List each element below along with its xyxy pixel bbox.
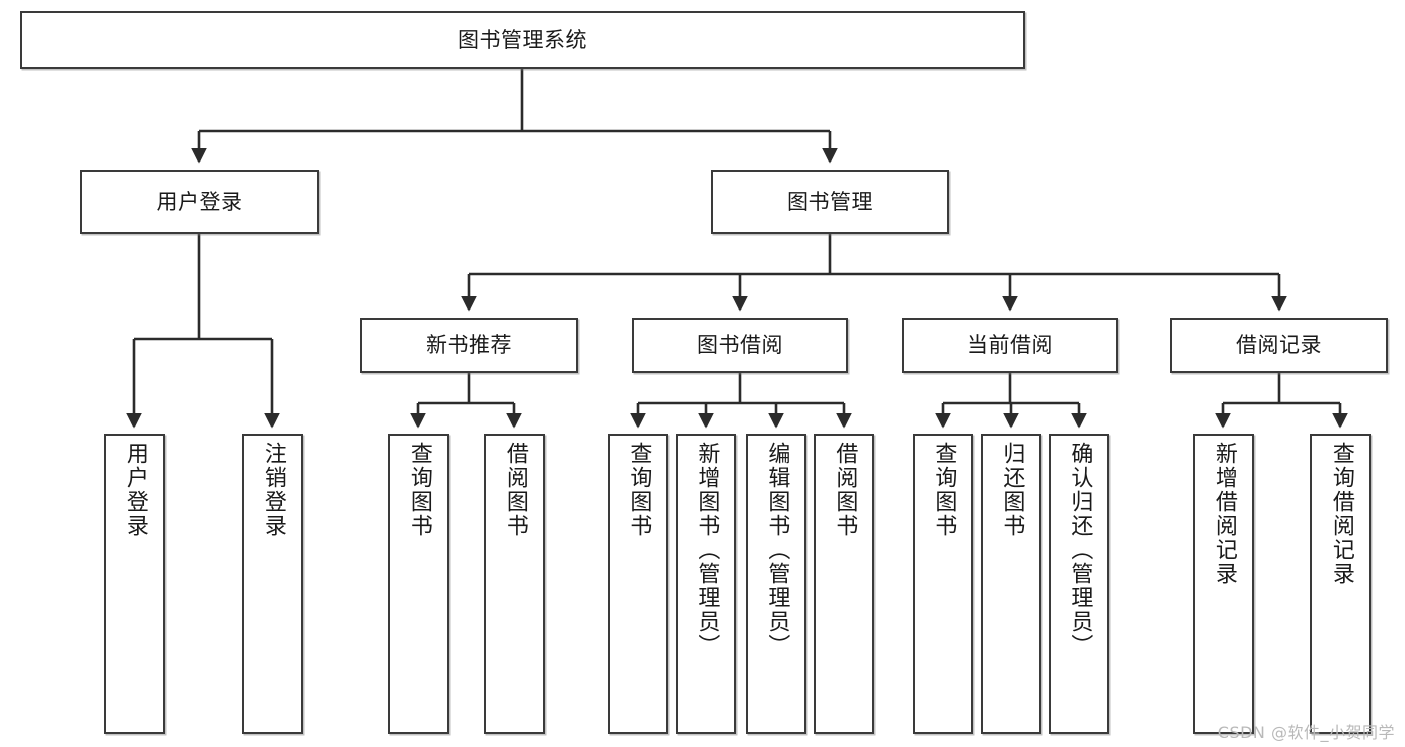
leaf-add-book-admin[interactable]: 新增图书（管理员）	[676, 434, 736, 734]
node-new-book-recommend[interactable]: 新书推荐	[360, 318, 578, 373]
node-label: 用户登录	[156, 189, 243, 214]
node-label: 借阅图书	[832, 442, 858, 538]
leaf-query-books-recommend[interactable]: 查询图书	[388, 434, 449, 734]
node-label: 查询图书	[626, 442, 652, 538]
node-root-book-management-system[interactable]: 图书管理系统	[20, 11, 1025, 69]
leaf-logout[interactable]: 注销登录	[242, 434, 303, 734]
node-label: 新增图书（管理员）	[694, 442, 720, 658]
node-label: 编辑图书（管理员）	[764, 442, 790, 658]
watermark-text: CSDN @软件_小贺同学	[1217, 723, 1395, 742]
node-label: 注销登录	[260, 442, 286, 538]
node-label: 归还图书	[999, 442, 1025, 538]
leaf-query-books-borrow[interactable]: 查询图书	[608, 434, 668, 734]
node-label: 查询借阅记录	[1328, 442, 1354, 586]
node-label: 查询图书	[931, 442, 957, 538]
node-label: 用户登录	[122, 442, 148, 538]
node-label: 图书管理	[787, 189, 873, 214]
node-label: 新书推荐	[426, 333, 512, 358]
leaf-return-books[interactable]: 归还图书	[981, 434, 1041, 734]
leaf-borrow-books[interactable]: 借阅图书	[814, 434, 874, 734]
node-label: 查询图书	[406, 442, 432, 538]
node-label: 图书管理系统	[458, 27, 587, 52]
node-current-borrow[interactable]: 当前借阅	[902, 318, 1118, 373]
leaf-add-borrow-record[interactable]: 新增借阅记录	[1193, 434, 1254, 734]
node-label: 借阅图书	[502, 442, 528, 538]
node-book-borrow[interactable]: 图书借阅	[632, 318, 848, 373]
leaf-borrow-books-recommend[interactable]: 借阅图书	[484, 434, 545, 734]
leaf-query-books-current[interactable]: 查询图书	[913, 434, 973, 734]
node-label: 借阅记录	[1236, 333, 1322, 358]
leaf-edit-book-admin[interactable]: 编辑图书（管理员）	[746, 434, 806, 734]
node-user-login[interactable]: 用户登录	[80, 170, 319, 234]
leaf-user-login[interactable]: 用户登录	[104, 434, 165, 734]
node-label: 新增借阅记录	[1211, 442, 1237, 586]
leaf-query-borrow-record[interactable]: 查询借阅记录	[1310, 434, 1371, 734]
node-label: 当前借阅	[967, 333, 1053, 358]
node-borrow-record[interactable]: 借阅记录	[1170, 318, 1388, 373]
node-label: 图书借阅	[697, 333, 783, 358]
node-book-management[interactable]: 图书管理	[711, 170, 949, 234]
leaf-confirm-return-admin[interactable]: 确认归还（管理员）	[1049, 434, 1109, 734]
node-label: 确认归还（管理员）	[1067, 442, 1093, 658]
